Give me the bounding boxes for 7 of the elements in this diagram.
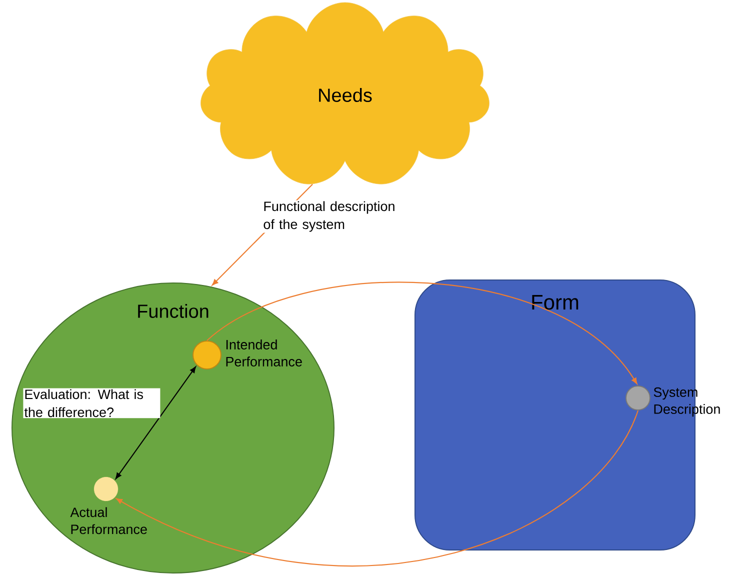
arrow: [116, 410, 638, 566]
edge-label: Evaluation: What is the difference?: [23, 388, 160, 418]
double-arrow: [115, 366, 196, 480]
arrow: [206, 282, 638, 384]
edge-label: Functional description of the system: [262, 200, 400, 233]
node-label: Actual Performance: [70, 507, 147, 534]
node-label: Intended Performance: [226, 340, 302, 366]
